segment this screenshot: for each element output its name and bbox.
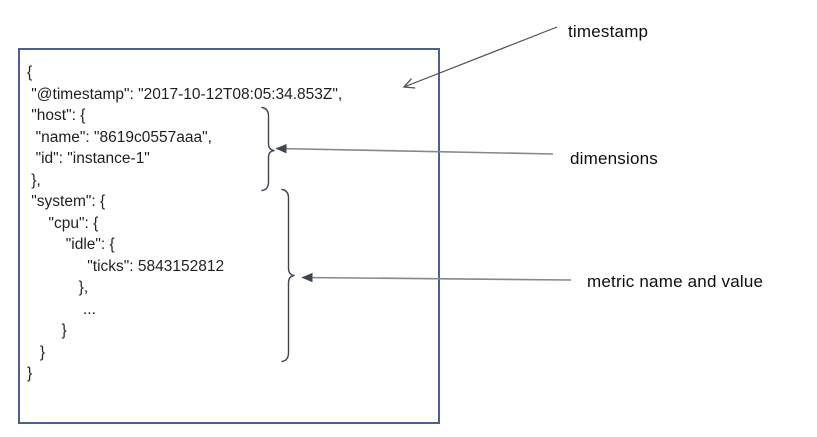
timestamp-label: timestamp: [568, 22, 649, 41]
json-code: { "@timestamp": "2017-10-12T08:05:34.853…: [27, 64, 343, 382]
dimensions-label: dimensions: [570, 149, 658, 168]
metric-document-box: { "@timestamp": "2017-10-12T08:05:34.853…: [18, 48, 440, 424]
metric-label: metric name and value: [587, 272, 764, 291]
